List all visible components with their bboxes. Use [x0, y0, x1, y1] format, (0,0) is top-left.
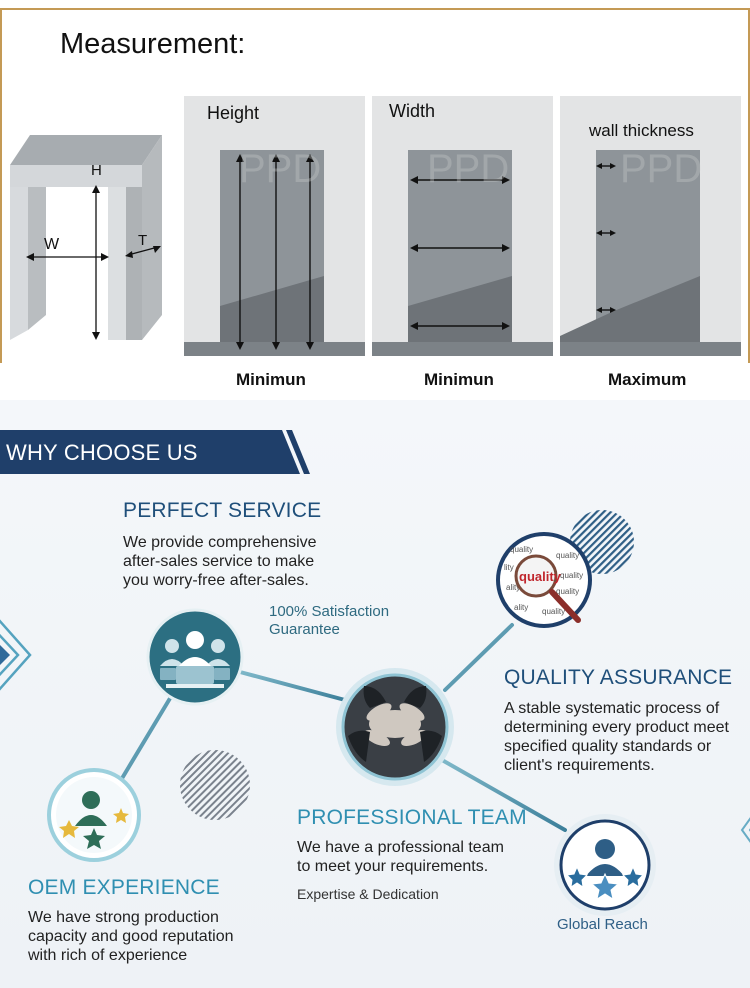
- quality-word: quality: [519, 569, 562, 584]
- quality-heading: QUALITY ASSURANCE: [504, 666, 733, 689]
- why-choose-us-section: WHY CHOOSE US PERFECT SERVICE We provide…: [0, 400, 750, 988]
- team-hands-icon: [336, 668, 454, 786]
- svg-text:ality: ality: [506, 583, 520, 592]
- service-team-icon: [146, 608, 244, 706]
- width-caption: Width: [389, 101, 436, 121]
- global-reach-icon: [554, 814, 656, 916]
- team-tagline: Expertise & Dedication: [297, 886, 439, 902]
- global-reach-label: Global Reach: [557, 916, 648, 933]
- svg-text:lity: lity: [504, 563, 514, 572]
- frame-border-right: [748, 8, 750, 363]
- svg-text:quality: quality: [560, 571, 583, 580]
- measurement-section: Measurement: H W T: [0, 0, 750, 400]
- width-minimum-label: Minimun: [424, 370, 494, 389]
- satisfaction-badge: 100% Satisfaction Guarantee: [269, 603, 390, 638]
- oem-icon: [47, 768, 141, 862]
- thickness-maximum-label: Maximum: [608, 370, 687, 389]
- svg-text:quality: quality: [510, 545, 533, 554]
- door-frame-diagram: H W T: [10, 135, 162, 340]
- svg-text:ality: ality: [514, 603, 528, 612]
- perfect-service-text: We provide comprehensive after-sales ser…: [123, 534, 317, 589]
- svg-text:quality: quality: [556, 551, 579, 560]
- height-caption: Height: [207, 103, 260, 123]
- oem-text: We have strong production capacity and g…: [28, 909, 234, 964]
- width-photo: PPD: [372, 96, 553, 356]
- svg-text:quality: quality: [542, 607, 565, 616]
- thickness-photo: PPD: [560, 96, 741, 356]
- watermark: PPD: [239, 147, 321, 191]
- width-label: W: [44, 236, 60, 253]
- why-title: WHY CHOOSE US: [6, 440, 198, 465]
- frame-border-top: [0, 8, 750, 10]
- height-minimum-label: Minimun: [236, 370, 306, 389]
- watermark: PPD: [620, 147, 702, 191]
- svg-text:quality: quality: [556, 587, 579, 596]
- quality-text: A stable systematic process of determini…: [504, 700, 729, 774]
- perfect-service-heading: PERFECT SERVICE: [123, 499, 322, 522]
- team-text: We have a professional team to meet your…: [297, 839, 504, 875]
- why-banner: [0, 430, 310, 474]
- height-label: H: [91, 162, 102, 179]
- team-heading: PROFESSIONAL TEAM: [297, 806, 527, 829]
- frame-border-left: [0, 8, 2, 363]
- thickness-label: T: [138, 232, 147, 249]
- oem-heading: OEM EXPERIENCE: [28, 876, 220, 899]
- thickness-caption: wall thickness: [589, 121, 694, 140]
- measurement-title: Measurement:: [60, 28, 246, 60]
- watermark: PPD: [427, 147, 509, 191]
- height-photo: PPD: [184, 96, 365, 356]
